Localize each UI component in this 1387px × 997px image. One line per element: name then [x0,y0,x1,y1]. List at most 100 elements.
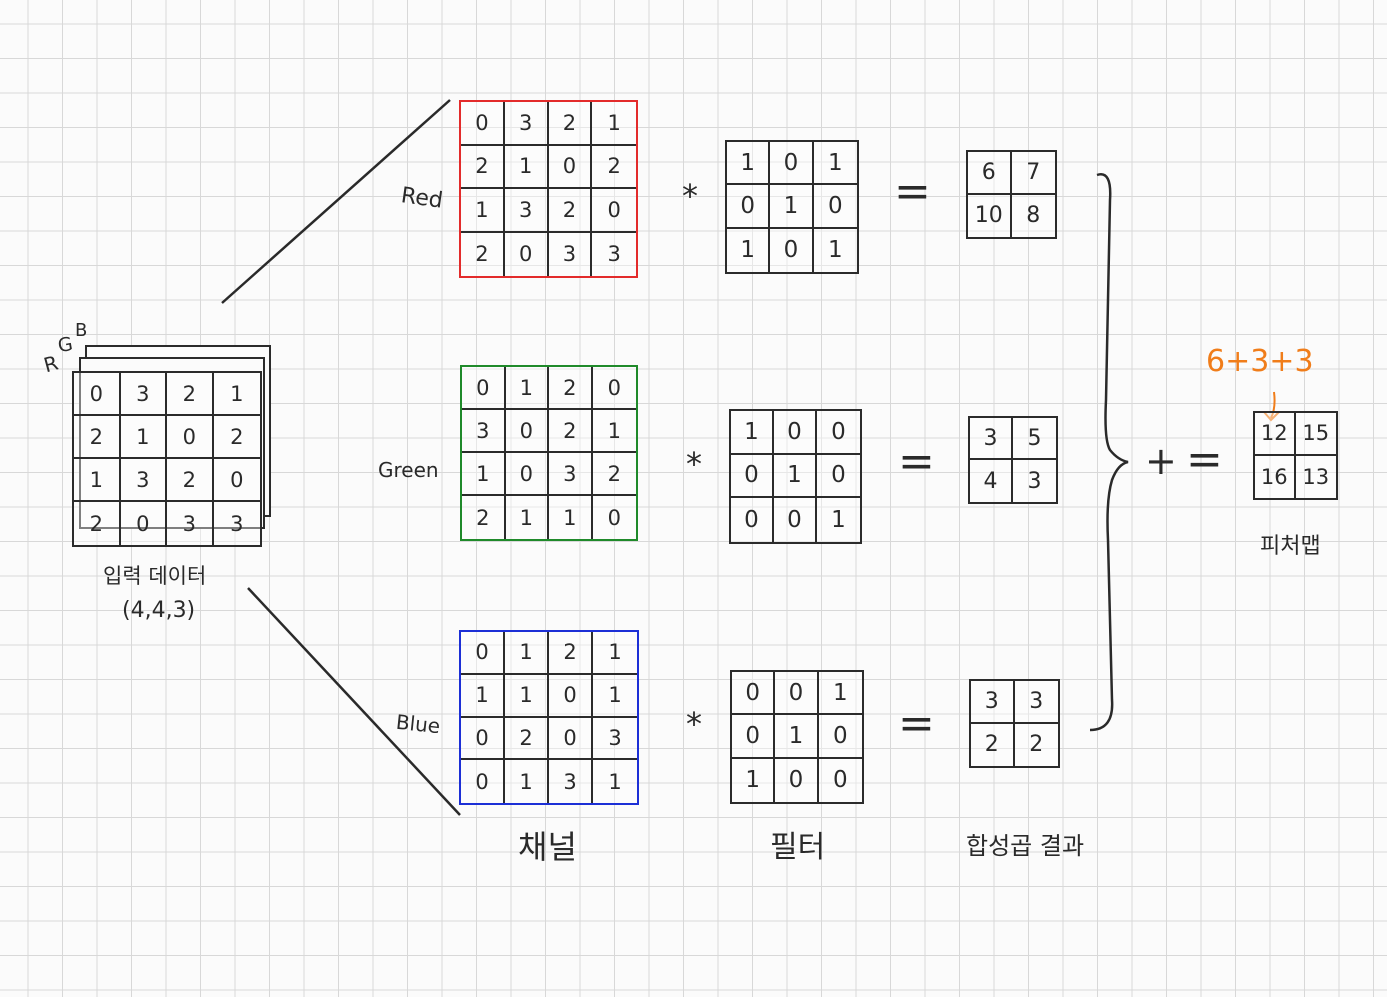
input-cell: 1 [120,416,167,459]
channel-cell: 3 [607,242,621,267]
filter-cell: 0 [817,455,860,499]
result-cell: 5 [1013,418,1056,460]
channel-cell: 2 [549,632,593,675]
channel-cell: 0 [461,760,505,803]
filter-cell: 1 [774,454,817,499]
result-cell: 4 [970,460,1013,502]
filter-cell: 0 [774,498,817,542]
sum-brace [1089,173,1129,732]
equals-final: = [1186,434,1223,485]
channel-cell: 1 [461,189,505,233]
channel-cell: 1 [505,674,549,718]
channel-cell: 1 [549,496,593,539]
filter-cell: 1 [813,142,857,186]
channel-cell: 1 [593,632,637,675]
input-cell: 3 [120,373,167,416]
feature-map-cell: 13 [1302,464,1330,489]
channel-cell: 2 [549,367,593,410]
channel-cell: 3 [504,189,549,233]
channel-cell: 2 [461,232,505,276]
feature-map-cell: 15 [1295,413,1336,456]
input-cell: 2 [74,502,121,545]
channel-cell: 1 [506,496,549,539]
channel-cell: 0 [592,189,636,233]
conv-operator-blue: * [686,705,702,743]
connector-line-bottom [247,587,461,816]
input-cell: 2 [74,416,121,459]
channel-caption: 채널 [518,828,577,866]
filter-caption: 필터 [770,830,826,865]
input-cell: 0 [74,373,121,416]
channel-cell: 1 [462,453,506,496]
channel-cell: 0 [461,102,505,146]
channel-cell: 1 [505,632,549,675]
input-shape: (4,4,3) [122,598,196,623]
filter-cell: 1 [732,758,776,802]
equals-green: = [898,436,935,487]
input-cell: 0 [167,416,214,459]
filter-cell: 0 [731,454,774,499]
channel-cell: 2 [592,453,636,496]
channel-cell: 0 [461,632,505,675]
channel-cell: 3 [549,760,593,803]
input-cell: 1 [74,459,121,502]
channel-cell: 1 [593,675,637,718]
result-cell: 10 [968,194,1012,237]
result-cell: 3 [1027,468,1042,494]
channel-cell: 2 [462,496,506,539]
equals-blue: = [898,698,935,749]
input-cell: 2 [167,373,214,416]
filter-cell: 0 [775,758,819,802]
equals-red: = [894,166,931,217]
channel-cell: 3 [462,410,506,453]
filter-cell: 1 [818,672,862,716]
input-cell: 1 [213,373,260,416]
conv-result-caption: 합성곱 결과 [966,832,1085,860]
channel-cell: 1 [592,410,636,453]
channel-cell: 1 [461,674,505,718]
filter-cell: 1 [831,507,846,534]
channel-cell: 3 [549,453,593,496]
result-cell: 8 [1026,203,1041,229]
input-cell: 0 [213,459,260,502]
channel-cell: 1 [608,769,622,794]
channel-cell: 1 [504,145,549,189]
conv-operator-green: * [686,445,702,483]
filter-cell: 0 [818,715,862,759]
channel-cell: 2 [505,717,549,761]
channel-cell: 1 [592,102,636,146]
filter-cell: 1 [828,237,843,264]
filter-cell: 0 [833,767,848,794]
input-cell: 2 [213,416,260,459]
feature-map-annotation: 6+3+3 [1206,344,1314,379]
channel-cell: 0 [607,505,621,530]
result-cell: 7 [1011,152,1055,195]
plus-operator: + [1145,439,1177,483]
filter-cell: 0 [774,411,817,455]
input-channel-b-label: B [75,320,88,341]
annotation-arrow [1263,391,1280,422]
channel-cell: 0 [505,410,549,453]
channel-cell: 2 [549,410,593,453]
feature-map-cell: 16 [1255,455,1296,498]
channel-cell: 3 [593,718,637,761]
result-cell: 6 [968,152,1012,195]
channel-cell: 3 [504,102,549,146]
channel-cell: 3 [549,232,593,276]
conv-operator-red: * [682,177,698,215]
result-cell: 2 [1029,732,1044,758]
channel-cell: 0 [548,145,593,189]
filter-cell: 1 [727,228,771,272]
channel-cell: 0 [461,717,505,761]
channel-cell: 1 [505,760,549,803]
filter-cell: 0 [770,228,814,272]
feature-map-caption: 피처맵 [1260,534,1321,559]
feature-map-cell: 12 [1255,413,1296,456]
result-cell: 3 [1014,681,1058,724]
